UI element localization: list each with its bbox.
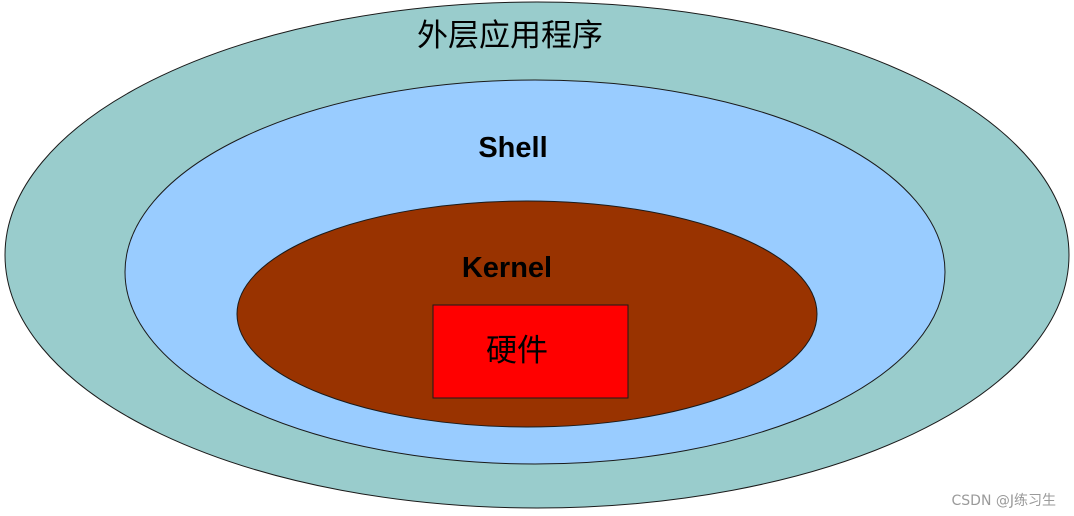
kernel-label: Kernel	[462, 252, 552, 284]
shell-label: Shell	[478, 132, 547, 164]
hardware-label: 硬件	[486, 333, 548, 369]
hardware-box	[432, 304, 629, 399]
outer-application-label: 外层应用程序	[417, 18, 603, 54]
watermark: CSDN @J练习生	[951, 493, 1057, 509]
